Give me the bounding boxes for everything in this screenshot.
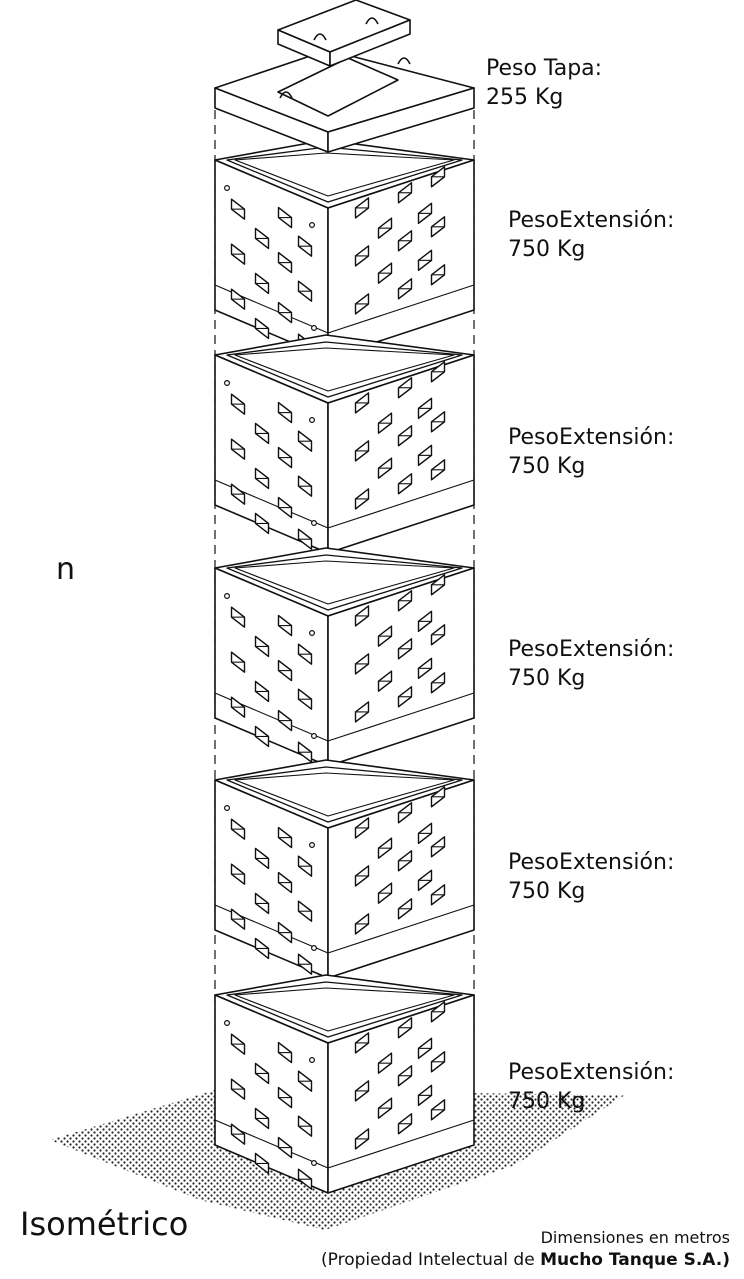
extension-module-1 <box>214 139 475 359</box>
cover-opening <box>277 57 399 117</box>
extension-module-2 <box>214 334 475 554</box>
extension-weight-label-5: PesoExtensión: 750 Kg <box>508 1058 674 1116</box>
module-stack <box>214 95 475 1194</box>
extension-weight-label-1: PesoExtensión: 750 Kg <box>508 206 674 264</box>
lifting-handle-icon <box>397 57 411 65</box>
lifting-handle-icon <box>313 33 327 41</box>
extension-weight-value: 750 Kg <box>508 666 586 691</box>
extension-weight-title: PesoExtensión: <box>508 637 675 662</box>
extension-weight-value: 750 Kg <box>508 454 586 479</box>
ownership-prefix: (Propiedad Intelectual de <box>321 1250 541 1270</box>
extension-weight-title: PesoExtensión: <box>508 1060 675 1085</box>
cover-weight-label: Peso Tapa: 255 Kg <box>486 54 602 112</box>
extension-weight-value: 750 Kg <box>508 1089 586 1114</box>
cover-tapa <box>214 0 475 153</box>
extension-weight-label-2: PesoExtensión: 750 Kg <box>508 423 674 481</box>
cover-right-face <box>327 87 475 153</box>
extension-weight-value: 750 Kg <box>508 237 586 262</box>
extension-weight-title: PesoExtensión: <box>508 850 675 875</box>
cover-weight-title: Peso Tapa: <box>486 56 603 81</box>
company-name: Mucho Tanque S.A.) <box>540 1250 730 1270</box>
extension-module-3 <box>214 547 475 767</box>
extension-weight-label-4: PesoExtensión: 750 Kg <box>508 848 674 906</box>
extension-weight-title: PesoExtensión: <box>508 208 675 233</box>
extension-weight-value: 750 Kg <box>508 879 586 904</box>
lifting-handle-icon <box>365 17 379 25</box>
cover-weight-value: 255 Kg <box>486 85 564 110</box>
view-title: Isométrico <box>20 1205 189 1243</box>
ownership-note: (Propiedad Intelectual de Mucho Tanque S… <box>321 1250 730 1270</box>
lifting-handle-icon <box>279 91 293 99</box>
extension-weight-title: PesoExtensión: <box>508 425 675 450</box>
extension-module-4 <box>214 759 475 979</box>
extension-module-5 <box>214 974 475 1194</box>
extension-weight-label-3: PesoExtensión: 750 Kg <box>508 635 674 693</box>
side-text: n <box>56 552 76 587</box>
lid-right <box>329 19 411 67</box>
units-note: Dimensiones en metros <box>540 1228 730 1247</box>
